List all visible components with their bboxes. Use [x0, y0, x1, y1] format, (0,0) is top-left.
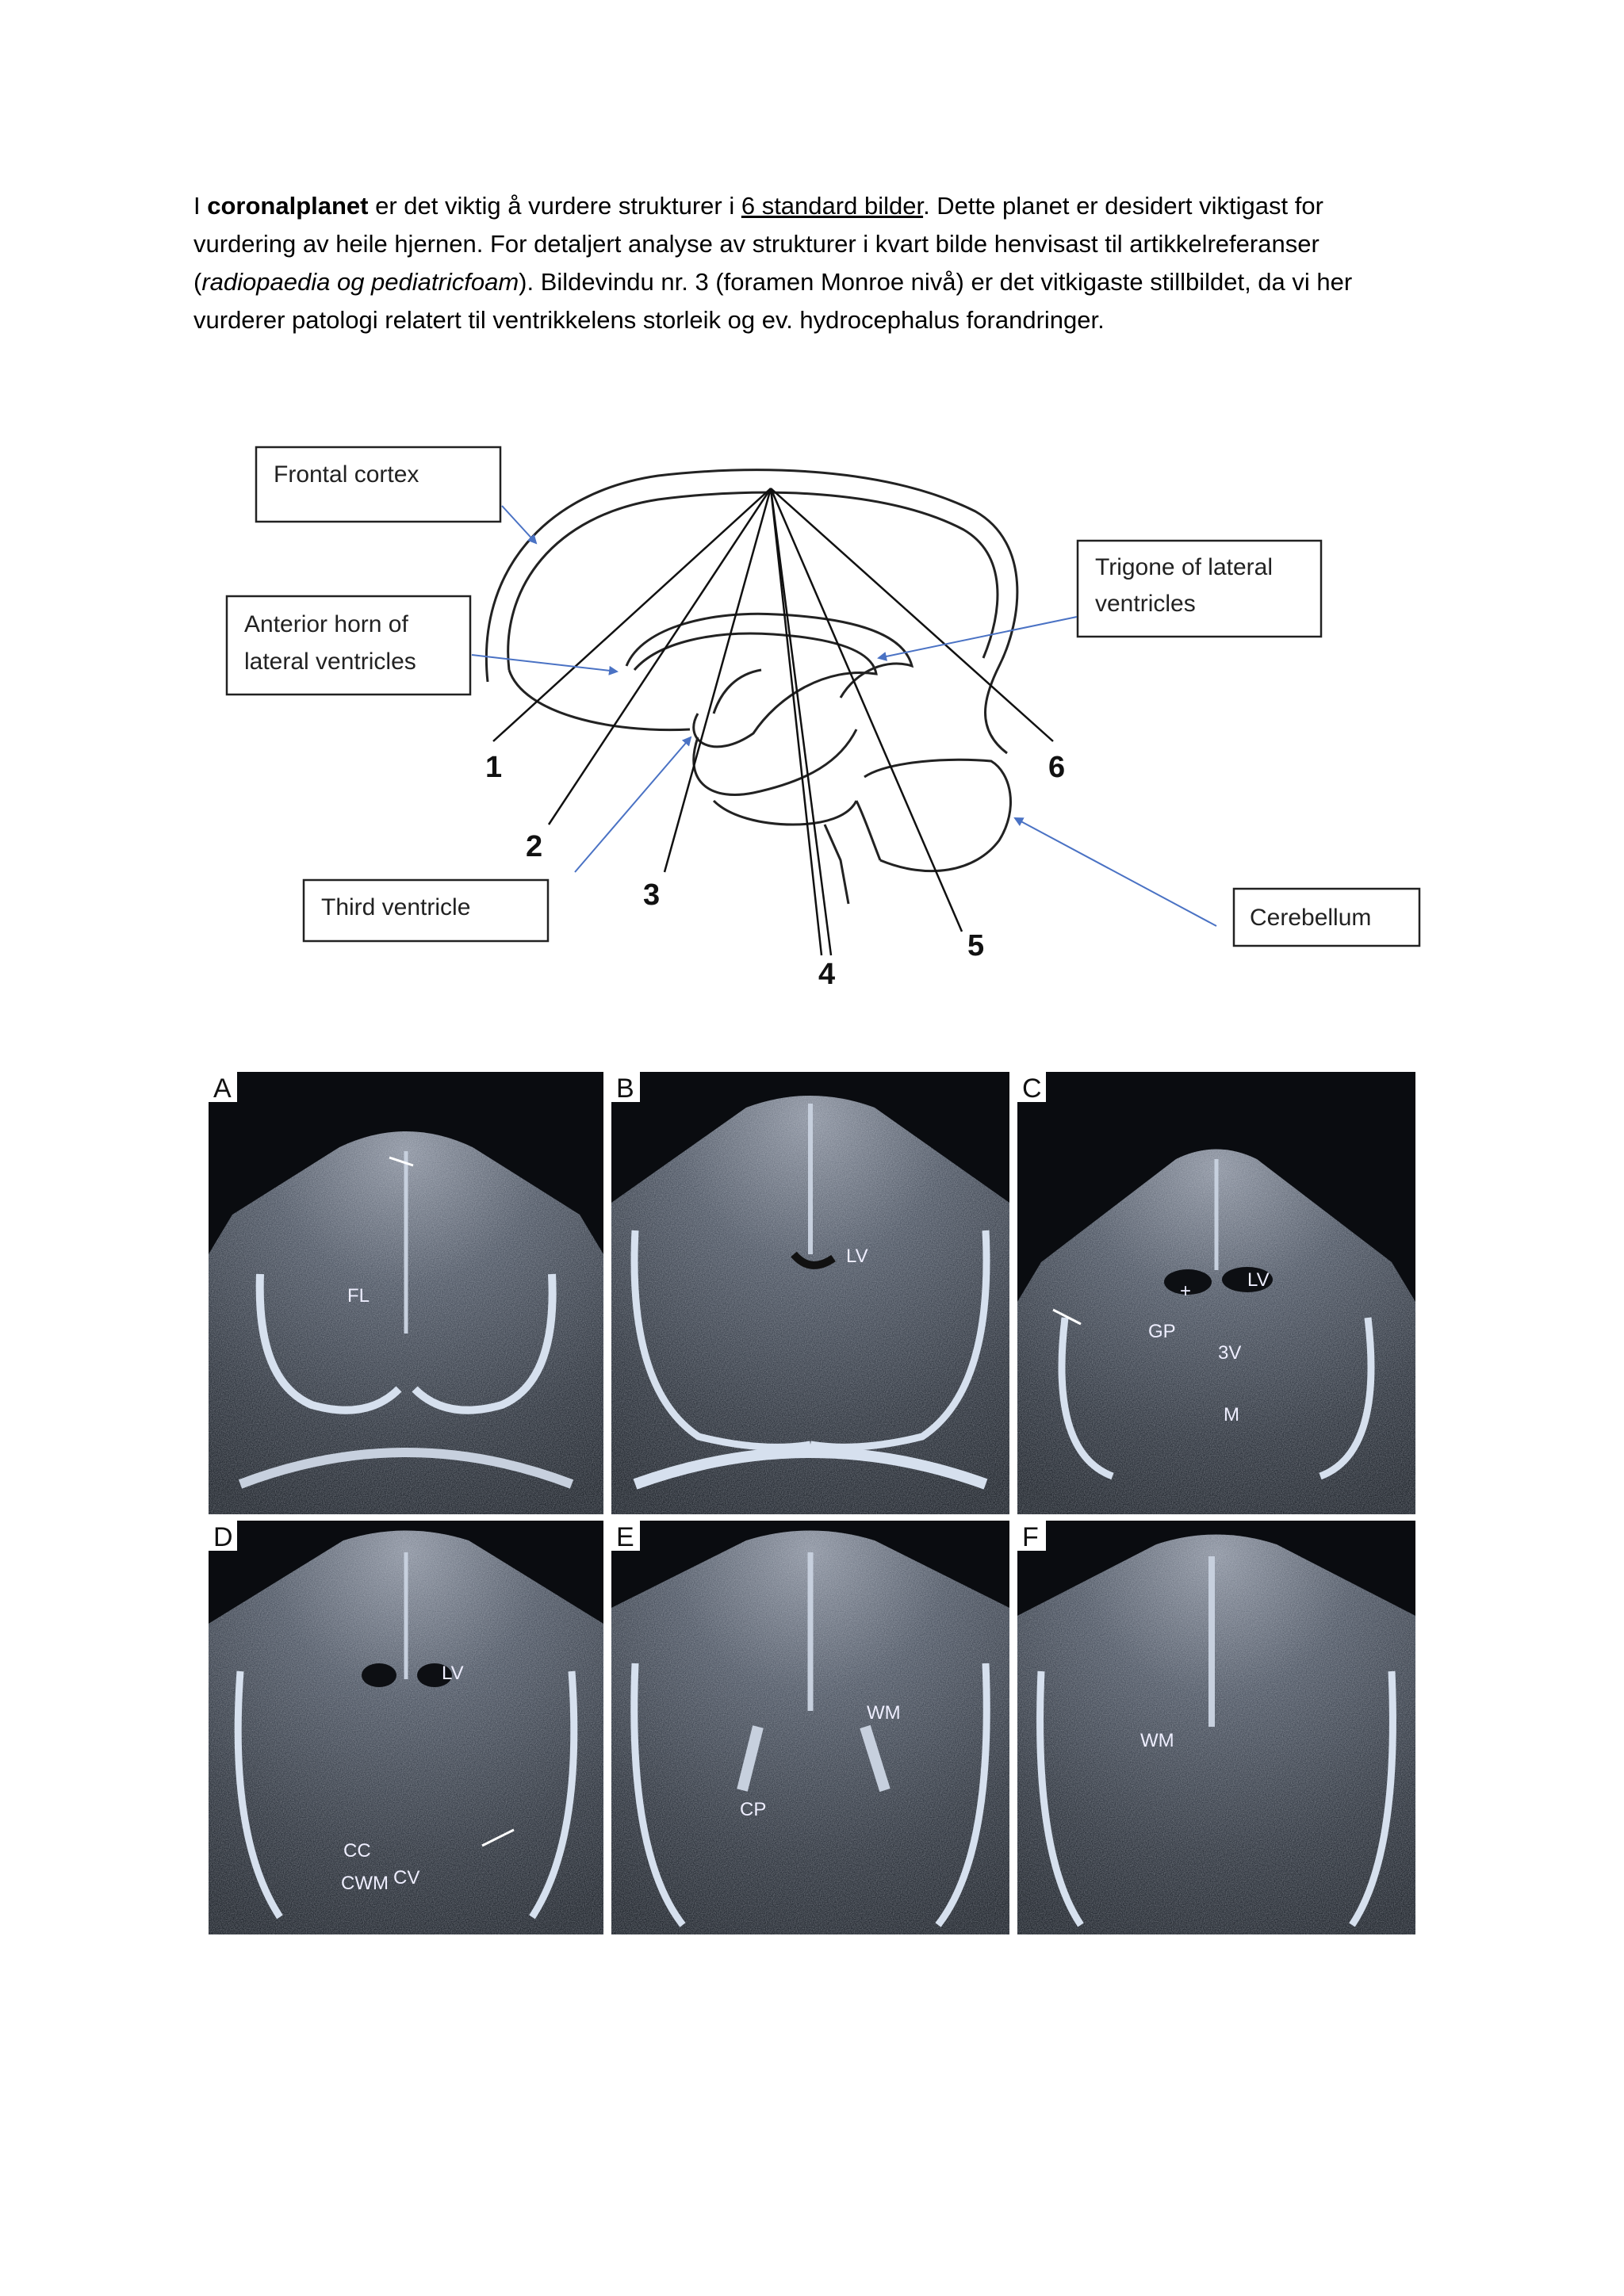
intro-text-3: . Dette planet er desidert viktigast for…	[193, 192, 1323, 296]
third-ventricle-box	[302, 878, 550, 943]
panel-c-label-gp: GP	[1148, 1321, 1176, 1342]
panel-letter-f: F	[1022, 1522, 1039, 1552]
brain-outline	[485, 469, 1019, 905]
panel-c-label-plus: +	[1180, 1280, 1191, 1302]
section-number-4: 4	[818, 958, 835, 991]
cerebellum-box	[1232, 887, 1421, 947]
panel-f-label-wm: WM	[1140, 1730, 1174, 1751]
intro-italic: radiopaedia og pediatricfoam	[201, 268, 519, 296]
anterior-horn-label-2: lateral ventricles	[244, 649, 416, 675]
coronal-plane-diagram: Frontal cortex Anterior horn of lateral …	[225, 446, 1421, 991]
panel-letter-a: A	[213, 1073, 232, 1104]
panel-d-label-lv: LV	[442, 1663, 464, 1684]
panel-e-label-cp: CP	[740, 1799, 766, 1820]
panel-letter-d: D	[213, 1522, 233, 1552]
trigone-label-1: Trigone of lateral	[1095, 554, 1273, 580]
panel-c-label-lv: LV	[1247, 1269, 1270, 1291]
section-number-5: 5	[967, 929, 984, 962]
anterior-horn-label-1: Anterior horn of	[244, 611, 408, 637]
section-fan-lines	[492, 488, 1054, 956]
panel-c-label-3v: 3V	[1218, 1342, 1241, 1364]
section-number-3: 3	[643, 878, 660, 912]
intro-text-2: er det viktig å vurdere strukturer i	[368, 192, 741, 220]
trigone-box	[1076, 539, 1323, 638]
panel-e-label-wm: WM	[867, 1702, 901, 1724]
ultrasound-panel-a: A FL	[209, 1072, 603, 1514]
frontal-cortex-box	[255, 446, 502, 523]
panel-letter-b: B	[616, 1073, 634, 1104]
intro-paragraph: I coronalplanet er det viktig å vurdere …	[193, 187, 1431, 339]
panel-b-label-lv: LV	[846, 1246, 868, 1267]
panel-c-label-m: M	[1224, 1404, 1239, 1425]
third-ventricle-label: Third ventricle	[321, 894, 470, 920]
panel-d-label-cwm: CWM	[341, 1873, 389, 1894]
panel-d-label-cv: CV	[393, 1867, 419, 1888]
ultrasound-panel-f: F WM	[1017, 1521, 1415, 1934]
ultrasound-panel-b: B LV	[611, 1072, 1009, 1514]
intro-bold-term: coronalplanet	[207, 192, 369, 220]
panel-letter-c: C	[1022, 1073, 1042, 1104]
panel-a-label-fl: FL	[347, 1285, 370, 1307]
section-number-2: 2	[526, 830, 542, 863]
panel-d-label-cc: CC	[343, 1840, 371, 1862]
intro-text-1: I	[193, 192, 208, 220]
ultrasound-panel-d: D LV CC CWM CV	[209, 1521, 603, 1934]
intro-underlined: 6 standard bilder	[741, 192, 924, 220]
ultrasound-panel-e: E WM CP	[611, 1521, 1009, 1934]
cerebellum-label: Cerebellum	[1250, 905, 1371, 931]
frontal-cortex-label: Frontal cortex	[274, 461, 419, 488]
section-number-6: 6	[1048, 751, 1065, 784]
section-number-1: 1	[485, 751, 502, 784]
panel-letter-e: E	[616, 1522, 634, 1552]
intro-text-4: ). Bildevindu nr. 3 (foramen Monroe nivå…	[193, 268, 1353, 334]
trigone-label-2: ventricles	[1095, 591, 1196, 617]
ultrasound-panel-c: C LV GP 3V M +	[1017, 1072, 1415, 1514]
anterior-horn-box	[225, 595, 472, 696]
